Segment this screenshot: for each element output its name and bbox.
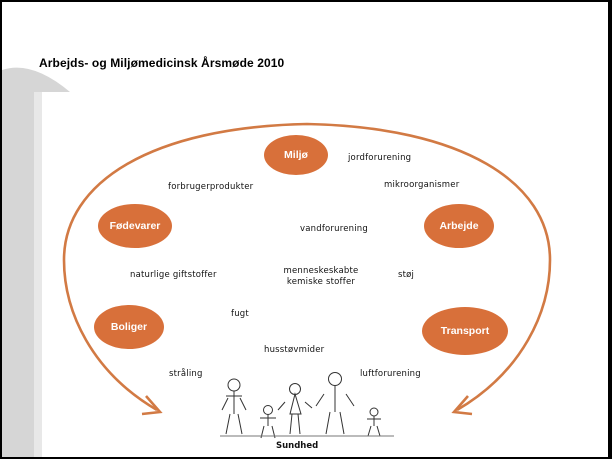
caption-sundhed: Sundhed (276, 441, 319, 451)
family-icon (220, 372, 394, 439)
label-luftforurening: luftforurening (360, 369, 421, 379)
label-kemiske-stoffer: kemiske stoffer (286, 277, 356, 287)
slide-title: Arbejds- og Miljømedicinsk Årsmøde 2010 (39, 56, 285, 70)
sidebar-curve (2, 67, 70, 457)
node-boliger: Boliger (94, 305, 164, 349)
sidebar-band (34, 92, 42, 457)
label-menneskeskabte: menneskeskabte (283, 266, 359, 276)
arrow-head-left (141, 395, 163, 416)
arrow-head-right (451, 395, 473, 416)
label-husstovmider: husstøvmider (264, 345, 325, 355)
label-stoj: støj (398, 270, 415, 280)
label-jordforurening: jordforurening (348, 153, 412, 163)
label-fugt: fugt (231, 309, 249, 319)
node-fodevarer: Fødevarer (98, 204, 172, 248)
label-straling: stråling (169, 369, 203, 379)
node-arbejde: Arbejde (424, 204, 494, 248)
label-forbrugerprodukter: forbrugerprodukter (168, 182, 254, 192)
label-mikroorganismer: mikroorganismer (384, 180, 460, 190)
cycle-arrow (62, 122, 552, 412)
label-vandforurening: vandforurening (300, 224, 368, 234)
node-transport: Transport (422, 307, 508, 355)
node-miljo: Miljø (264, 135, 328, 175)
label-naturlige-giftstoffer: naturlige giftstoffer (130, 270, 217, 280)
